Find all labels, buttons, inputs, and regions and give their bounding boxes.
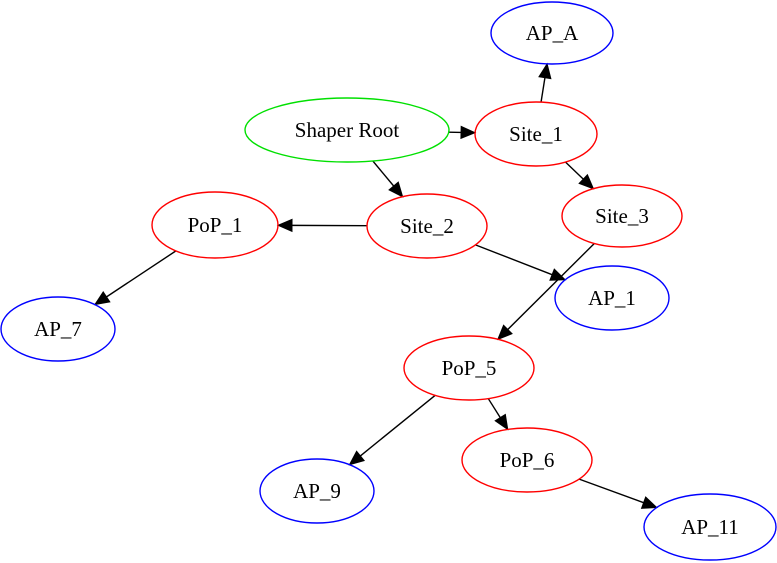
node-ellipse bbox=[403, 335, 535, 401]
arrowhead-icon bbox=[538, 62, 552, 80]
edge-pop5-ap9 bbox=[348, 394, 436, 466]
node-label: Site_3 bbox=[595, 204, 649, 228]
arrowhead-icon bbox=[276, 218, 293, 233]
edge-site2-ap1 bbox=[475, 244, 567, 281]
node-pop1[interactable]: PoP_1 bbox=[151, 191, 279, 259]
arrowhead-icon bbox=[348, 450, 366, 466]
node-label: Site_1 bbox=[509, 122, 563, 146]
node-pop5[interactable]: PoP_5 bbox=[403, 335, 535, 401]
node-label: AP_1 bbox=[588, 286, 636, 310]
node-label: PoP_5 bbox=[442, 356, 497, 380]
edge-pop1-ap7 bbox=[93, 250, 177, 306]
node-ellipse bbox=[461, 427, 593, 493]
edge-site3-pop5 bbox=[496, 243, 595, 341]
node-label: PoP_1 bbox=[188, 213, 243, 237]
node-ellipse bbox=[244, 97, 450, 163]
node-root[interactable]: Shaper Root bbox=[244, 97, 450, 163]
edge-line bbox=[507, 243, 595, 330]
node-ellipse bbox=[366, 193, 488, 259]
arrowhead-icon bbox=[494, 413, 509, 431]
edge-site1-apa bbox=[538, 62, 552, 103]
node-label: Site_2 bbox=[400, 214, 454, 238]
edge-line bbox=[475, 244, 553, 276]
node-ellipse bbox=[643, 493, 777, 561]
node-label: AP_7 bbox=[34, 317, 82, 341]
node-ap1[interactable]: AP_1 bbox=[554, 265, 670, 331]
edge-line bbox=[372, 160, 395, 187]
node-ellipse bbox=[561, 184, 683, 248]
arrowhead-icon bbox=[460, 125, 477, 140]
node-label: AP_11 bbox=[681, 515, 739, 539]
node-apa[interactable]: AP_A bbox=[490, 1, 614, 65]
edge-pop5-pop6 bbox=[487, 398, 509, 431]
edge-line bbox=[564, 161, 584, 180]
edges bbox=[93, 62, 658, 509]
arrowhead-icon bbox=[640, 496, 658, 509]
arrowhead-icon bbox=[578, 173, 595, 190]
node-ellipse bbox=[554, 265, 670, 331]
node-ellipse bbox=[151, 191, 279, 259]
node-pop6[interactable]: PoP_6 bbox=[461, 427, 593, 493]
arrowhead-icon bbox=[496, 324, 513, 341]
arrowhead-icon bbox=[388, 181, 404, 198]
edge-line bbox=[487, 398, 501, 418]
edge-site1-site3 bbox=[564, 161, 595, 190]
node-ellipse bbox=[259, 458, 375, 524]
edge-pop6-ap11 bbox=[578, 478, 658, 509]
node-label: Shaper Root bbox=[295, 118, 400, 142]
node-site3[interactable]: Site_3 bbox=[561, 184, 683, 248]
node-ap9[interactable]: AP_9 bbox=[259, 458, 375, 524]
edge-line bbox=[359, 394, 436, 457]
edge-line bbox=[106, 250, 177, 298]
node-ellipse bbox=[474, 101, 598, 167]
edge-root-site1 bbox=[448, 125, 477, 140]
node-ap7[interactable]: AP_7 bbox=[0, 296, 116, 362]
node-ellipse bbox=[490, 1, 614, 65]
edge-line bbox=[540, 77, 546, 103]
node-ellipse bbox=[0, 296, 116, 362]
node-label: AP_A bbox=[526, 21, 579, 45]
node-ap11[interactable]: AP_11 bbox=[643, 493, 777, 561]
node-label: AP_9 bbox=[293, 479, 341, 503]
node-label: PoP_6 bbox=[500, 448, 555, 472]
edge-root-site2 bbox=[372, 160, 404, 198]
node-site1[interactable]: Site_1 bbox=[474, 101, 598, 167]
arrowhead-icon bbox=[93, 290, 111, 306]
node-site2[interactable]: Site_2 bbox=[366, 193, 488, 259]
edge-line bbox=[578, 478, 644, 504]
edge-site2-pop1 bbox=[276, 218, 368, 233]
